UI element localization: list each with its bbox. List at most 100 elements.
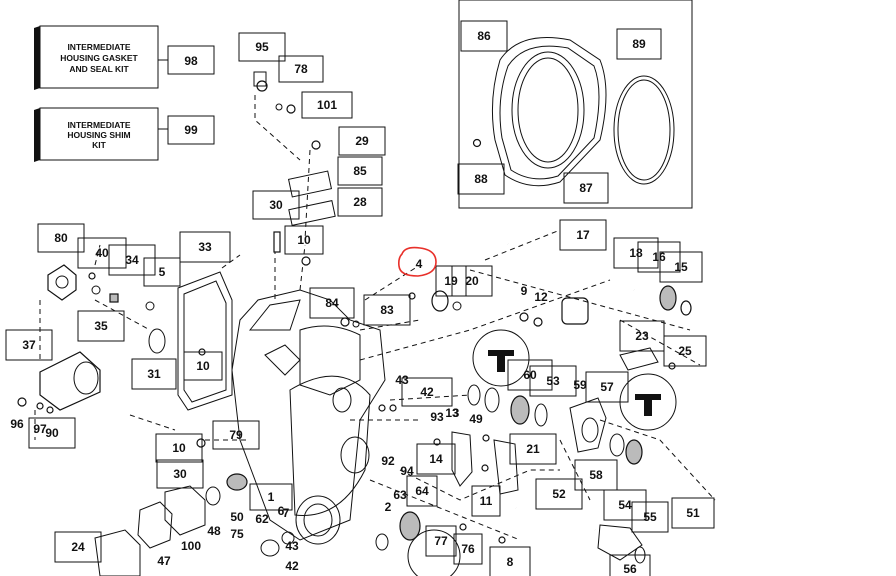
callout-42: 42: [401, 377, 453, 407]
callout-number: 43: [285, 539, 299, 553]
callout-5: 5: [143, 257, 181, 287]
callout-number: 42: [420, 385, 434, 399]
callout-box: [301, 91, 353, 119]
callout-box: [631, 501, 669, 533]
callout-30: 30: [156, 459, 204, 489]
callout-1: 1: [249, 483, 293, 511]
callout-99: 99: [184, 123, 198, 137]
callout-number: 55: [643, 510, 657, 524]
callout-number: 58: [589, 468, 603, 482]
kit-99-line-2: HOUSING SHIM: [67, 130, 130, 140]
callout-number: 9: [521, 284, 528, 298]
callout-number: 93: [430, 410, 444, 424]
callout-number: 10: [172, 441, 186, 455]
callout-52: 52: [535, 478, 583, 510]
callout-number: 80: [54, 231, 68, 245]
kit-box-gasket-seal: INTERMEDIATE HOUSING GASKET AND SEAL KIT…: [34, 25, 215, 90]
callout-number: 92: [381, 454, 395, 468]
callout-box: [457, 163, 505, 195]
callout-box: [278, 55, 324, 83]
callout-10: 10: [284, 225, 324, 255]
callout-98: 98: [184, 54, 198, 68]
callout-number: 64: [415, 484, 429, 498]
callout-87: 87: [563, 172, 609, 204]
callout-number: 75: [230, 527, 244, 541]
callout-number: 89: [632, 37, 646, 51]
callout-number: 14: [429, 452, 443, 466]
callout-number: 86: [477, 29, 491, 43]
callout-number: 53: [546, 374, 560, 388]
callout-25: 25: [663, 335, 707, 367]
callout-box: [54, 531, 102, 563]
callout-51: 51: [671, 497, 715, 529]
callout-box: [337, 156, 383, 186]
callout-17: 17: [559, 219, 607, 251]
callout-box: [183, 351, 223, 381]
callout-number: 101: [317, 98, 337, 112]
callout-box: [401, 377, 453, 407]
callout-53: 53: [529, 365, 577, 397]
callout-box: [671, 497, 715, 529]
callout-number: 3: [453, 406, 460, 420]
callout-box: [179, 231, 231, 263]
callout-number: 77: [434, 534, 448, 548]
callout-box: [471, 485, 501, 517]
callout-number: 59: [573, 378, 587, 392]
callout-number: 54: [618, 498, 632, 512]
callout-35: 35: [77, 310, 125, 342]
callout-box: [156, 459, 204, 489]
callout-94: 94: [400, 464, 414, 478]
callout-number: 17: [576, 228, 590, 242]
callout-number: 23: [635, 329, 649, 343]
callout-2: 2: [385, 500, 392, 514]
callout-number: 40: [95, 246, 109, 260]
seal-inset-panel: [458, 0, 693, 209]
callout-box: [451, 265, 493, 297]
callout-14: 14: [416, 443, 456, 475]
callout-number: 85: [353, 164, 367, 178]
callout-28: 28: [337, 187, 383, 217]
callout-number: 19: [444, 274, 458, 288]
callout-10: 10: [155, 433, 203, 463]
callout-box: [238, 32, 286, 62]
kit-98-line-1: INTERMEDIATE: [67, 42, 130, 52]
callout-number: 13: [445, 406, 459, 420]
callout-box: [435, 265, 467, 297]
callout-number: 57: [600, 380, 614, 394]
callout-number: 94: [400, 464, 414, 478]
callout-number: 76: [461, 542, 475, 556]
callout-number: 56: [623, 562, 637, 576]
callout-77: 77: [425, 525, 457, 557]
callout-11: 11: [471, 485, 501, 517]
callout-box: [563, 172, 609, 204]
highlighted-callout-4[interactable]: 4: [398, 246, 437, 277]
callout-37: 37: [5, 329, 53, 361]
callout-number: 62: [255, 512, 269, 526]
callout-number: 35: [94, 319, 108, 333]
kit-98-line-2: HOUSING GASKET: [60, 53, 138, 63]
callout-number: 47: [157, 554, 171, 568]
callout-number: 90: [45, 426, 59, 440]
callout-90: 90: [28, 417, 76, 449]
callout-box: [489, 546, 531, 576]
kit-99-line-1: INTERMEDIATE: [67, 120, 130, 130]
callout-number: 29: [355, 134, 369, 148]
callout-box: [453, 533, 483, 565]
callout-box: [212, 420, 260, 450]
callout-83: 83: [363, 294, 411, 326]
callout-63: 63: [393, 488, 407, 502]
callout-number: 48: [207, 524, 221, 538]
callout-number: 30: [173, 467, 187, 481]
callout-number: 6: [278, 504, 285, 518]
callout-box: [603, 489, 647, 521]
callout-78: 78: [278, 55, 324, 83]
callout-number: 31: [147, 367, 161, 381]
callout-43: 43: [285, 539, 299, 553]
callout-54: 54: [603, 489, 647, 521]
callout-number: 18: [629, 246, 643, 260]
callout-box: [77, 310, 125, 342]
callout-30: 30: [252, 190, 300, 220]
callout-93: 93: [430, 410, 444, 424]
callout-9: 9: [521, 284, 528, 298]
